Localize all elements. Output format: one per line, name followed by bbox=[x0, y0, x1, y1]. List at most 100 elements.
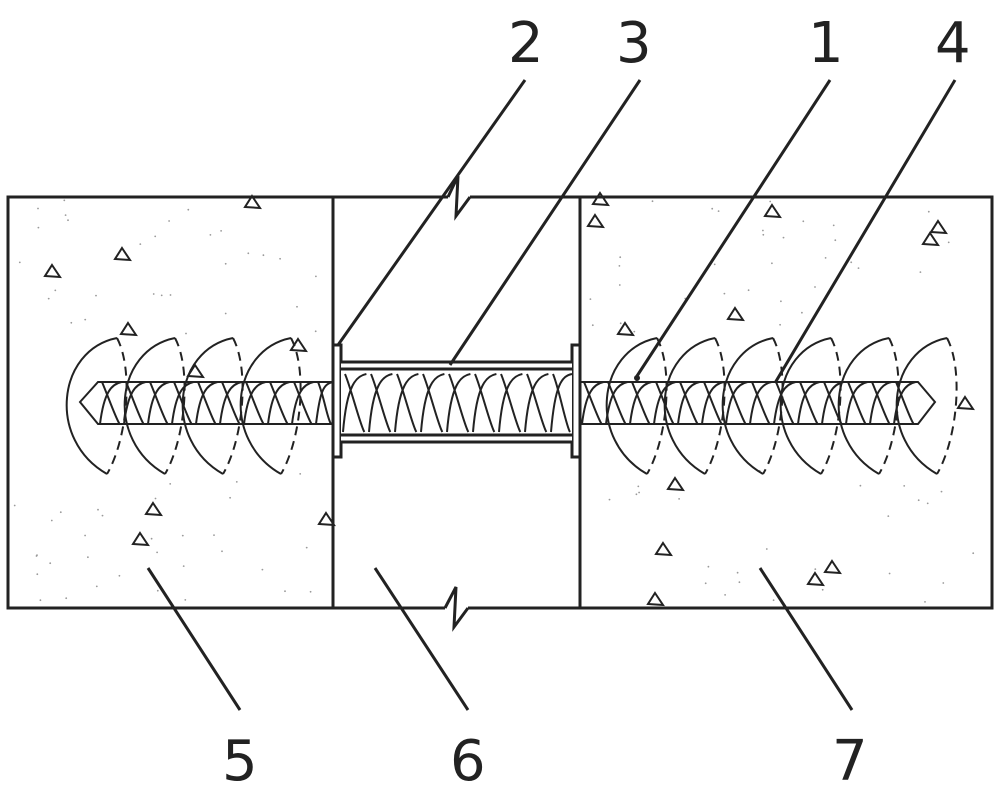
speckle-dot bbox=[229, 496, 232, 499]
speckle-dot bbox=[39, 599, 42, 602]
rebar-rib bbox=[368, 373, 393, 433]
spiral-turn-back bbox=[820, 337, 842, 475]
speckle-dot bbox=[47, 297, 50, 300]
aggregate-triangle bbox=[956, 395, 975, 411]
rebar-rib-back bbox=[448, 373, 470, 433]
rebar-rib-back bbox=[895, 381, 915, 425]
speckle-dot bbox=[296, 305, 298, 308]
rebar-rib-back bbox=[703, 381, 723, 425]
speckle-dot bbox=[150, 537, 153, 540]
rebar-rib-back bbox=[221, 381, 241, 425]
aggregate-triangle bbox=[763, 203, 782, 219]
speckle-dot bbox=[814, 568, 817, 570]
speckle-dot bbox=[220, 230, 223, 232]
sleeve-rebar-twist-ribs bbox=[342, 373, 573, 433]
speckle-dot bbox=[919, 271, 922, 273]
rebar-rib-back bbox=[847, 381, 867, 425]
rebar-rib-back bbox=[775, 381, 795, 425]
spiral-turn-back bbox=[704, 337, 726, 475]
speckle-dot bbox=[54, 289, 57, 292]
rebar-rib-back bbox=[101, 381, 121, 425]
aggregate-triangle bbox=[317, 511, 336, 527]
callout-5: 5 bbox=[222, 729, 258, 794]
leader-5 bbox=[146, 567, 242, 711]
rebar-rib bbox=[243, 381, 266, 425]
speckle-dot bbox=[859, 484, 862, 487]
speckle-dot bbox=[769, 200, 772, 203]
speckle-dot bbox=[49, 562, 52, 565]
speckle-dot bbox=[261, 568, 264, 571]
rebar-rib bbox=[701, 381, 724, 425]
speckle-dot bbox=[314, 330, 317, 333]
speckle-dot bbox=[619, 322, 622, 325]
speckle-dot bbox=[101, 514, 104, 517]
speckle-dot bbox=[947, 241, 950, 244]
speckle-dot bbox=[84, 534, 86, 537]
speckle-dot bbox=[747, 289, 750, 292]
speckle-dot bbox=[309, 590, 312, 593]
speckle-dot bbox=[723, 292, 726, 295]
rebar-rib-back bbox=[422, 373, 444, 433]
speckle-dot bbox=[633, 330, 636, 333]
spiral-turn-front bbox=[837, 337, 890, 475]
rebar-rib bbox=[550, 373, 573, 433]
speckle-dot bbox=[65, 597, 68, 600]
leader-7 bbox=[758, 567, 854, 711]
speckle-dot bbox=[832, 224, 835, 227]
spiral-turn-front bbox=[663, 337, 716, 475]
aggregate-triangle bbox=[616, 321, 635, 337]
weld-point bbox=[634, 375, 640, 381]
speckle-dot bbox=[154, 497, 157, 500]
rebar-rib-back bbox=[317, 381, 332, 425]
callout-2: 2 bbox=[508, 11, 544, 76]
right-anchorage-rebar bbox=[579, 337, 958, 475]
speckle-dot bbox=[37, 207, 39, 210]
speckle-dot bbox=[235, 481, 238, 483]
speckle-dot bbox=[850, 261, 853, 264]
leader-lines bbox=[146, 79, 957, 711]
rebar-rib bbox=[394, 373, 419, 433]
rebar-rib-back bbox=[871, 381, 891, 425]
rebar-rib-back bbox=[370, 373, 392, 433]
speckle-dot bbox=[678, 498, 680, 500]
speckle-dot bbox=[18, 261, 21, 264]
rebar-rib-back bbox=[679, 381, 699, 425]
speckle-dot bbox=[940, 490, 943, 493]
speckle-dot bbox=[36, 573, 39, 576]
speckle-dot bbox=[213, 534, 215, 536]
rebar-rib bbox=[725, 381, 748, 425]
speckle-dot bbox=[247, 252, 250, 255]
left-end-plate bbox=[331, 343, 343, 459]
speckle-dot bbox=[209, 234, 212, 236]
joint-zone bbox=[333, 175, 580, 632]
speckle-dot bbox=[154, 235, 157, 238]
callout-3: 3 bbox=[616, 11, 652, 76]
speckle-dot bbox=[926, 502, 929, 505]
rebar-rib-back bbox=[500, 373, 522, 433]
spiral-turn-back bbox=[106, 337, 128, 475]
speckle-dot bbox=[619, 256, 622, 259]
speckle-dot bbox=[637, 485, 640, 488]
speckle-dot bbox=[638, 491, 640, 494]
speckle-dot bbox=[139, 243, 142, 246]
speckle-dot bbox=[152, 293, 155, 295]
rebar-rib bbox=[420, 373, 445, 433]
speckle-dot bbox=[942, 582, 945, 584]
rebar-rib-back bbox=[149, 381, 169, 425]
right-rebar-twist-ribs bbox=[581, 381, 916, 425]
speckle-dot bbox=[591, 324, 594, 327]
speckle-dot bbox=[95, 585, 98, 588]
speckle-dot bbox=[262, 254, 265, 257]
speckle-dot bbox=[284, 590, 286, 593]
right-end-plate bbox=[570, 343, 582, 459]
rebar-rib-back bbox=[727, 381, 747, 425]
speckle-dot bbox=[169, 294, 172, 296]
speckle-dot bbox=[63, 199, 66, 202]
connecting-sleeve bbox=[341, 360, 573, 444]
speckle-dot bbox=[924, 601, 926, 603]
speckle-dot bbox=[779, 323, 781, 326]
rebar-rib-back bbox=[799, 381, 819, 425]
speckle-dot bbox=[168, 220, 171, 222]
spiral-turn-back bbox=[164, 337, 186, 475]
right-concrete-block bbox=[578, 195, 994, 610]
